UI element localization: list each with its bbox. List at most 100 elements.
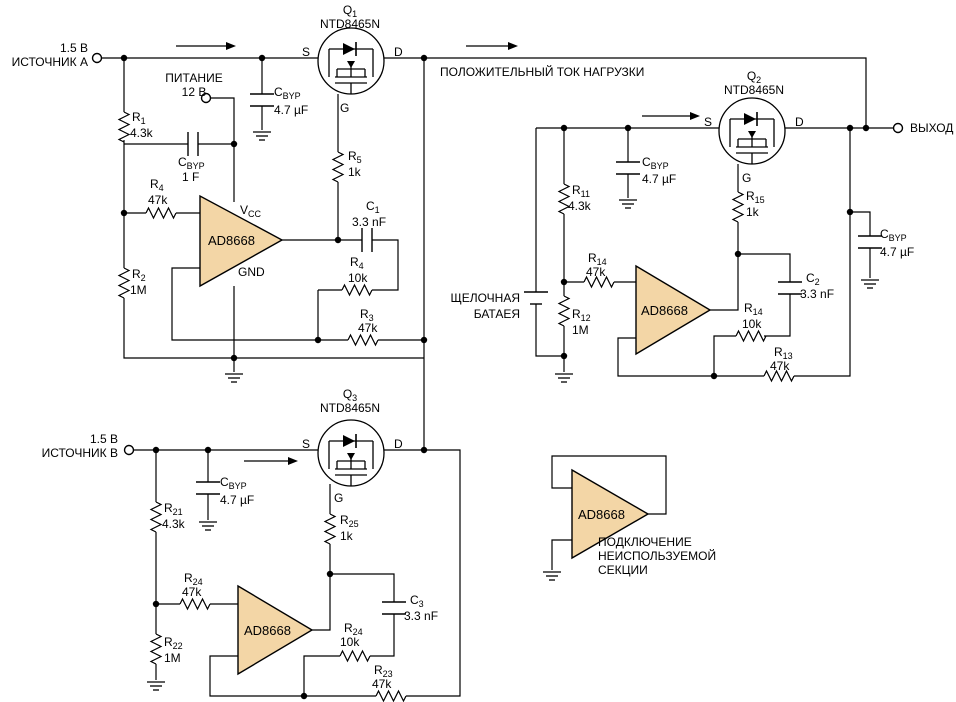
cbyp-b-name: CBYP	[220, 475, 247, 491]
r13-symbol	[763, 369, 795, 383]
r25-name: R25	[340, 513, 359, 529]
ground-icon	[860, 279, 880, 289]
r22-name: R22	[164, 635, 183, 651]
ground-icon	[198, 521, 218, 531]
load-current-label: ПОЛОЖИТЕЛЬНЫЙ ТОК НАГРУЗКИ	[440, 64, 644, 79]
r21-value: 4.3k	[162, 517, 186, 531]
opamp-3	[237, 584, 314, 676]
q1-source-pin: S	[302, 45, 310, 59]
ground-icon	[224, 373, 244, 383]
ground-icon	[542, 571, 562, 581]
cbyp-a-name: CBYP	[274, 85, 301, 101]
r4-input-value: 47k	[148, 193, 168, 207]
opamp-1-label: AD8668	[208, 233, 255, 248]
r12-name: R12	[572, 307, 591, 323]
r12-symbol	[557, 295, 571, 327]
r11-value: 4.3k	[568, 199, 592, 213]
r24-feedback-name: R24	[344, 621, 363, 637]
r11-name: R11	[572, 183, 590, 199]
r24-input-value: 47k	[182, 585, 202, 599]
r1-value: 4.3k	[130, 126, 154, 140]
section-source-a	[91, 27, 867, 450]
r2-name: R2	[132, 267, 146, 283]
cbyp-out-name: CBYP	[880, 227, 907, 243]
r22-symbol	[149, 633, 163, 665]
unused-label-2: НЕИСПОЛЬЗУЕМОЙ	[598, 548, 716, 563]
section-output	[466, 42, 904, 383]
supply-terminal	[200, 92, 212, 104]
r15-symbol	[731, 191, 745, 223]
ground-icon	[618, 199, 638, 209]
vcc-label: VCC	[240, 203, 262, 219]
r23-name: R23	[374, 663, 393, 679]
unused-label-1: ПОДКЛЮЧЕНИЕ	[598, 535, 692, 549]
opamp-1	[199, 194, 284, 288]
r1-name: R1	[132, 110, 146, 126]
q3-gate-pin: G	[334, 491, 343, 505]
opamp-unused-label: AD8668	[578, 507, 625, 522]
source-b-label: ИСТОЧНИК B	[42, 446, 118, 460]
r2-value: 1M	[130, 283, 147, 297]
r24-feedback-symbol	[339, 649, 371, 663]
r21-name: R21	[164, 501, 183, 517]
r1-symbol	[117, 111, 131, 143]
r14-input-value: 47k	[586, 265, 606, 279]
r14-input-name: R14	[588, 251, 607, 267]
cbyp-a-value: 4.7 µF	[274, 103, 308, 117]
unused-label-3: СЕКЦИИ	[598, 563, 648, 577]
r14-feedback-value: 10k	[742, 317, 762, 331]
q2-part: NTD8465N	[724, 83, 784, 97]
q3-source-pin: S	[302, 437, 310, 451]
c2-value: 3.3 nF	[800, 287, 834, 301]
source-a-terminal	[91, 52, 103, 64]
battery-label-1: ЩЕЛОЧНАЯ	[450, 291, 520, 305]
r23-value: 47k	[372, 677, 392, 691]
ground-icon	[554, 373, 574, 383]
r4-feedback-name: R4	[350, 255, 364, 271]
source-a-voltage: 1.5 B	[60, 41, 88, 55]
ground-icon	[146, 681, 166, 691]
ground-icon	[252, 131, 272, 141]
r24-feedback-value: 10k	[340, 635, 360, 649]
source-a-label: ИСТОЧНИК А	[12, 55, 88, 69]
supply-label: ПИТАНИЕ	[165, 71, 222, 85]
r4-input-name: R4	[150, 177, 164, 193]
cbyp-b-value: 4.7 µF	[220, 493, 254, 507]
q3-part: NTD8465N	[320, 401, 380, 415]
r2-symbol	[117, 267, 131, 299]
q2-drain-pin: D	[795, 115, 804, 129]
r3-name: R3	[360, 307, 374, 323]
q2-name: Q2	[747, 69, 761, 85]
c3-name: C3	[410, 593, 424, 609]
q1-name: Q1	[343, 3, 357, 19]
r13-name: R13	[774, 345, 793, 361]
source-b-terminal	[123, 444, 135, 456]
c1-name: C1	[366, 199, 380, 215]
r22-value: 1M	[164, 651, 181, 665]
q2-mosfet	[718, 97, 786, 165]
r5-name: R5	[348, 149, 362, 165]
battery-label-2: БАТАЕЯ	[474, 307, 520, 321]
cbyp-2-name: CBYP	[642, 155, 669, 171]
r15-value: 1k	[746, 205, 760, 219]
r11-symbol	[557, 183, 571, 215]
q1-gate-pin: G	[340, 101, 349, 115]
r4-feedback-value: 10k	[348, 271, 368, 285]
section-source-b	[123, 419, 461, 702]
r14-feedback-name: R14	[744, 301, 763, 317]
r5-value: 1k	[348, 165, 362, 179]
opamp-2	[635, 264, 712, 356]
r3-value: 47k	[358, 321, 378, 335]
section-unused-opamp	[542, 455, 667, 581]
r24-input-name: R24	[184, 571, 203, 587]
r15-name: R15	[746, 189, 765, 205]
q3-drain-pin: D	[394, 437, 403, 451]
cbyp-1f-name: CBYP	[178, 155, 205, 171]
cbyp-out-value: 4.7 µF	[880, 245, 914, 259]
c2-name: C2	[806, 271, 820, 287]
r3-symbol	[347, 333, 379, 347]
q3-mosfet	[317, 419, 385, 487]
r4-input-symbol	[145, 206, 177, 220]
q2-gate-pin: G	[742, 171, 751, 185]
